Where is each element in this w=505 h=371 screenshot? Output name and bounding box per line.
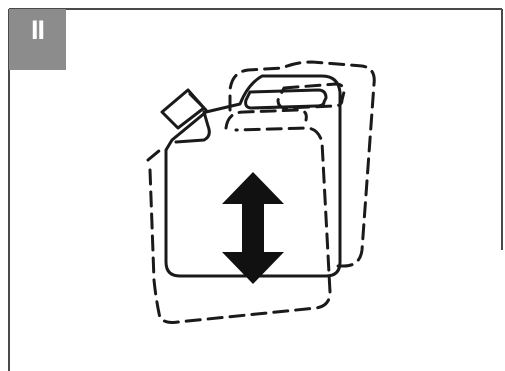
double-arrow-vertical-icon bbox=[222, 172, 284, 284]
